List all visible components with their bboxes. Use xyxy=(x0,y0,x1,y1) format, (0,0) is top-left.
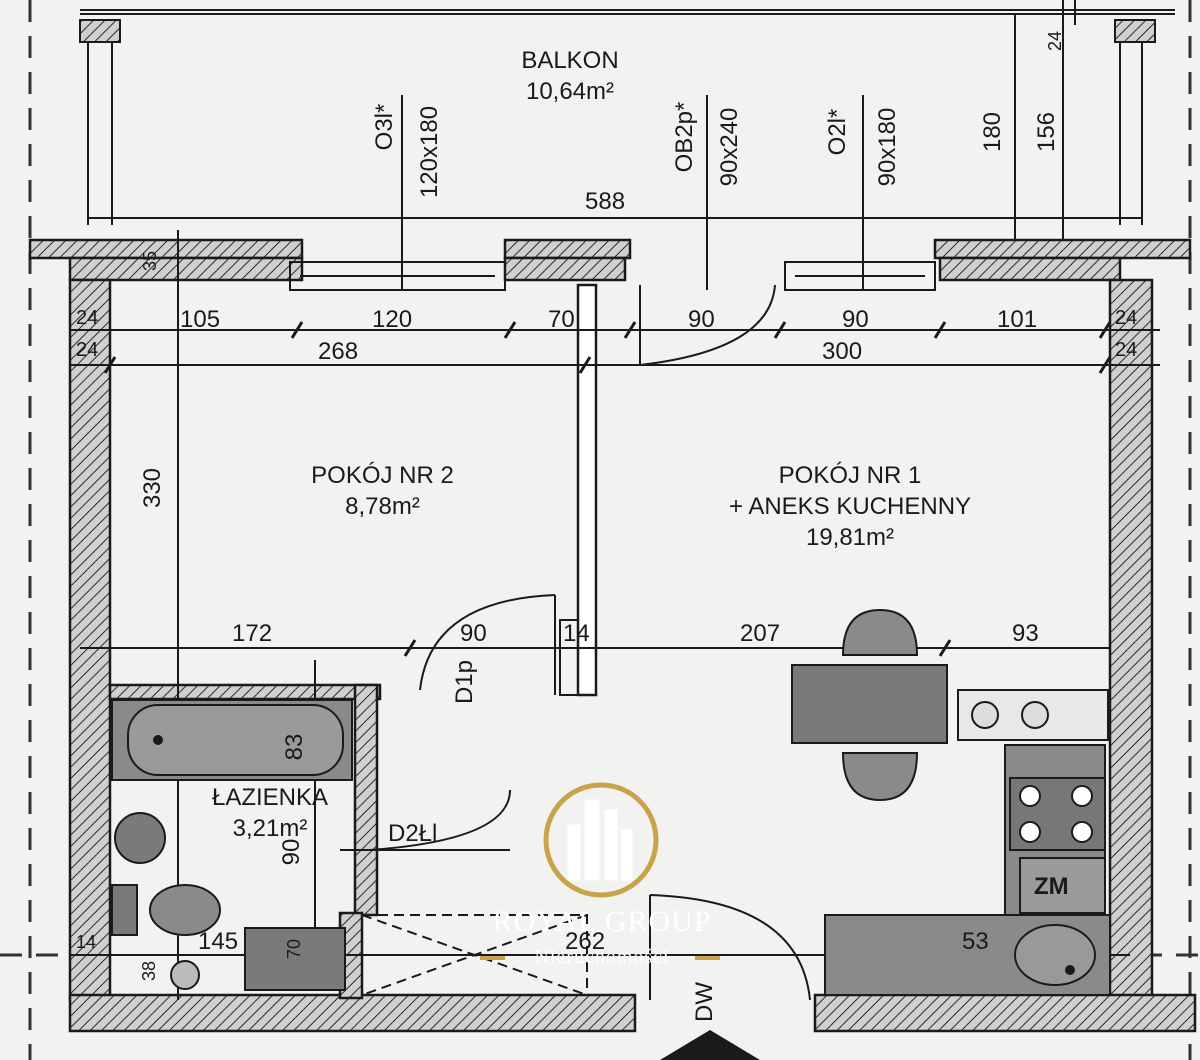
dim-row1-2: 70 xyxy=(548,306,575,333)
dim-row2-wall-r: 24 xyxy=(1115,339,1138,361)
dim-balcony-depth-a: 180 xyxy=(979,111,1006,153)
dim-row1-4: 90 xyxy=(842,306,869,333)
brand-subtitle: Nieruchomości xyxy=(534,946,670,968)
dim-row1-wall-l: 24 xyxy=(76,307,99,329)
dim-row2-0: 268 xyxy=(318,338,359,365)
dim-balcony-width: 588 xyxy=(585,188,626,215)
room-pokoj-2-area: 8,78m² xyxy=(345,493,420,521)
room-pokoj-1: POKÓJ NR 1 + ANEKS KUCHENNY 19,81m² xyxy=(655,460,1045,554)
window-1-size: 120x180 xyxy=(416,105,443,199)
room-pokoj-1-name: POKÓJ NR 1 xyxy=(778,462,922,489)
room-lazienka: ŁAZIENKA 3,21m² xyxy=(175,782,365,844)
dim-row1-wall-r: 24 xyxy=(1115,307,1138,329)
window-2-size: 90x240 xyxy=(716,107,743,187)
doors xyxy=(340,284,811,1001)
windows xyxy=(289,261,936,291)
dim-row1-5: 101 xyxy=(997,306,1038,333)
balcony xyxy=(79,0,1175,240)
door-dw-label: DW xyxy=(691,982,718,1022)
window-2-code: OB2p* xyxy=(671,101,698,173)
dim-bottom-0: 145 xyxy=(198,928,239,955)
window-leaders xyxy=(401,95,864,290)
dim-row2-1: 300 xyxy=(822,338,863,365)
walls xyxy=(28,238,1197,1033)
brand-logo-mark xyxy=(543,782,659,898)
window-1-code: O3l* xyxy=(371,103,398,151)
dim-row1-1: 120 xyxy=(372,306,413,333)
bathroom-fixtures xyxy=(111,699,353,991)
window-3-size: 90x180 xyxy=(874,107,901,187)
dim-top-small: 24 xyxy=(1045,30,1065,52)
dim-mid-1: 90 xyxy=(460,620,487,647)
room-balkon: BALKON 10,64m² xyxy=(500,45,640,107)
room-pokoj-1-area: 19,81m² xyxy=(805,524,895,552)
kitchen-fixtures xyxy=(791,608,1111,996)
dim-mid-0: 172 xyxy=(232,620,273,647)
dim-row1-3: 90 xyxy=(688,306,715,333)
room-pokoj-1-extra: + ANEKS KUCHENNY xyxy=(728,493,972,521)
entrance-zone xyxy=(361,914,588,996)
fridge-label: ZM xyxy=(1034,873,1069,900)
dim-bottom-corner: 14 xyxy=(76,932,97,952)
dim-bottom-small-a: 70 xyxy=(284,938,304,960)
brand-name: ROYAL GROUP xyxy=(492,905,712,938)
dim-bottom-small-b: 38 xyxy=(139,960,159,982)
door-d1p-label: D1p xyxy=(451,659,478,705)
room-lazienka-area: 3,21m² xyxy=(232,815,308,843)
dim-mid-3: 207 xyxy=(740,620,781,647)
room-pokoj-2: POKÓJ NR 2 8,78m² xyxy=(265,460,500,522)
dim-row1-0: 105 xyxy=(180,306,221,333)
dimension-ticks xyxy=(103,321,1112,657)
room-lazienka-name: ŁAZIENKA xyxy=(211,784,329,811)
window-3-code: O2l* xyxy=(824,108,851,156)
dim-bath-height: 90 xyxy=(278,838,305,866)
dim-left-height: 330 xyxy=(139,467,166,509)
dim-bottom-1: 262 xyxy=(565,928,606,955)
dim-balcony-gap: 35 xyxy=(140,250,160,272)
room-balkon-area: 10,64m² xyxy=(525,78,615,106)
dim-row2-wall-l: 24 xyxy=(76,339,99,361)
room-pokoj-2-name: POKÓJ NR 2 xyxy=(311,462,454,489)
dim-balcony-depth-b: 156 xyxy=(1033,111,1060,153)
dim-mid-4: 93 xyxy=(1012,620,1039,647)
dim-bottom-2: 53 xyxy=(962,928,989,955)
entry-arrow xyxy=(660,1030,760,1060)
dim-mid-2: 14 xyxy=(563,620,590,647)
brand-logo-buildings xyxy=(567,799,633,881)
dim-bath-tub: 83 xyxy=(281,733,308,761)
door-d2-label: D2Łl xyxy=(388,820,438,847)
room-balkon-name: BALKON xyxy=(521,47,619,74)
